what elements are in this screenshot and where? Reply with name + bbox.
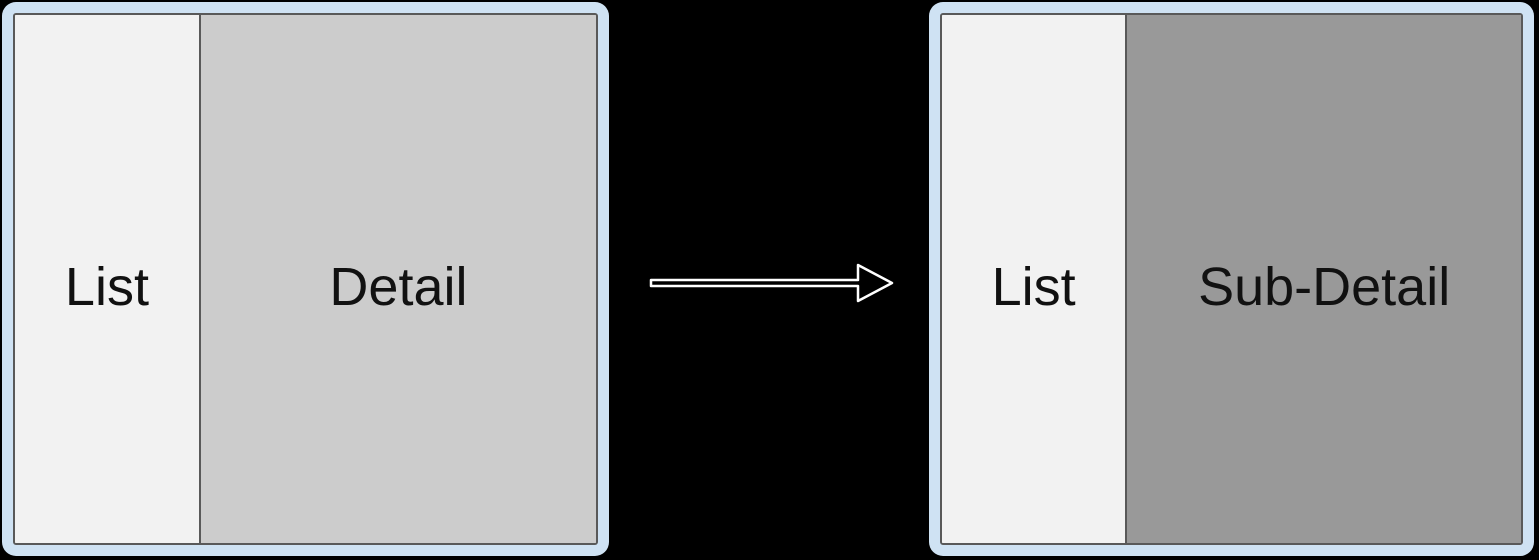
pane-sub-detail: Sub-Detail <box>1127 15 1521 543</box>
panel-after-list-sub-detail: List Sub-Detail <box>929 2 1534 556</box>
pane-list-before-label: List <box>64 257 149 317</box>
screen-after: List Sub-Detail <box>940 13 1523 545</box>
transition-arrow-icon <box>649 263 894 303</box>
pane-list-before: List <box>15 15 201 543</box>
pane-list-after-label: List <box>991 257 1076 317</box>
pane-detail-label: Detail <box>329 257 468 317</box>
panel-before-list-detail: List Detail <box>2 2 609 556</box>
screen-before: List Detail <box>13 13 598 545</box>
pane-sub-detail-label: Sub-Detail <box>1198 257 1451 317</box>
pane-list-after: List <box>942 15 1128 543</box>
pane-detail: Detail <box>200 15 596 543</box>
